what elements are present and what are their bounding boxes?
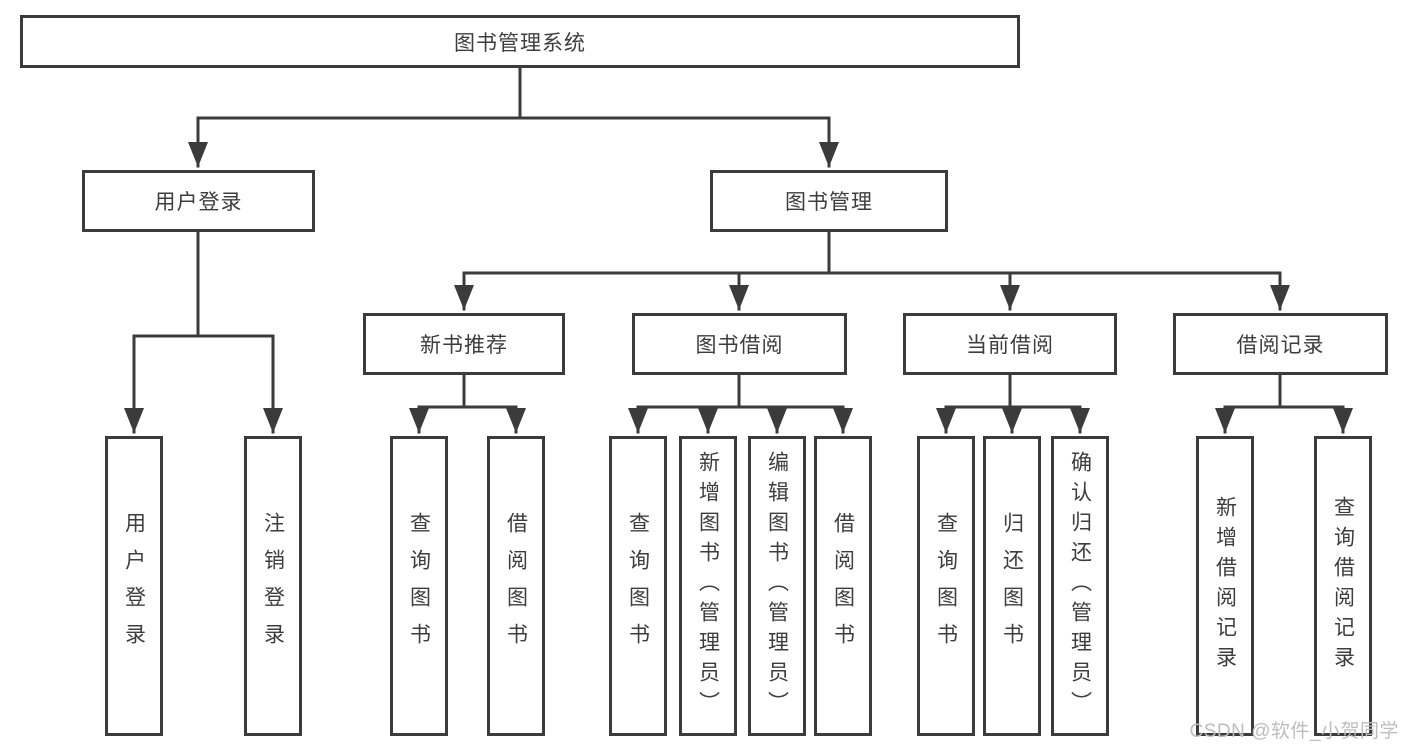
node-label: 当前借阅 [966, 334, 1054, 357]
node-label: 用户登录 [154, 191, 243, 214]
node-label: 注销登录 [261, 512, 285, 660]
node-label: 新增图书（管理员） [696, 451, 720, 721]
connector-book-borrow [636, 373, 845, 409]
node-leaf-confirm-return-admin: 确认归还（管理员） [1051, 436, 1109, 736]
node-leaf-user-login: 用户登录 [105, 436, 163, 736]
node-label: 借阅图书 [504, 512, 528, 660]
node-book-borrowing: 图书借阅 [632, 313, 847, 375]
connector-borrow-records [1223, 373, 1345, 409]
node-label: 图书管理 [785, 191, 873, 214]
node-label: 借阅图书 [831, 512, 855, 660]
node-leaf-logout: 注销登录 [244, 436, 302, 736]
node-label: 查询图书 [407, 512, 431, 660]
node-library-management-system: 图书管理系统 [20, 15, 1020, 68]
node-leaf-return-books: 归还图书 [983, 436, 1041, 736]
node-current-borrowing: 当前借阅 [903, 313, 1117, 375]
node-borrowing-records: 借阅记录 [1173, 313, 1388, 375]
node-leaf-borrow-books: 借阅图书 [487, 436, 545, 736]
node-leaf-edit-books-admin: 编辑图书（管理员） [748, 436, 806, 736]
node-label: 确认归还（管理员） [1068, 451, 1092, 721]
node-book-management: 图书管理 [710, 170, 948, 232]
watermark: CSDN @软件_小贺同学 [1189, 721, 1399, 742]
node-label: 编辑图书（管理员） [765, 451, 789, 721]
node-label: 借阅记录 [1236, 334, 1325, 357]
node-label: 图书借阅 [695, 334, 784, 357]
node-new-book-recommendation: 新书推荐 [363, 313, 565, 375]
node-label: 查询借阅记录 [1331, 496, 1355, 676]
node-label: 图书管理系统 [454, 31, 586, 55]
node-leaf-query-books: 查询图书 [917, 436, 975, 736]
node-user-login: 用户登录 [82, 170, 315, 232]
node-label: 查询图书 [934, 512, 958, 660]
node-label: 新书推荐 [420, 334, 508, 357]
node-leaf-query-books: 查询图书 [609, 436, 667, 736]
node-leaf-query-books: 查询图书 [390, 436, 448, 736]
node-label: 归还图书 [1000, 512, 1024, 660]
node-leaf-borrow-books: 借阅图书 [814, 436, 872, 736]
connector-new-books [417, 373, 518, 409]
node-label: 用户登录 [122, 512, 146, 660]
connector-user-login [132, 230, 275, 338]
connector-book-management [462, 230, 1282, 275]
connector-current-borrow [944, 373, 1082, 409]
node-leaf-add-borrow-record: 新增借阅记录 [1196, 436, 1254, 736]
node-label: 新增借阅记录 [1213, 496, 1237, 676]
connector-root [196, 66, 831, 120]
node-leaf-query-borrow-record: 查询借阅记录 [1314, 436, 1372, 736]
node-leaf-add-books-admin: 新增图书（管理员） [679, 436, 737, 736]
node-label: 查询图书 [626, 512, 650, 660]
